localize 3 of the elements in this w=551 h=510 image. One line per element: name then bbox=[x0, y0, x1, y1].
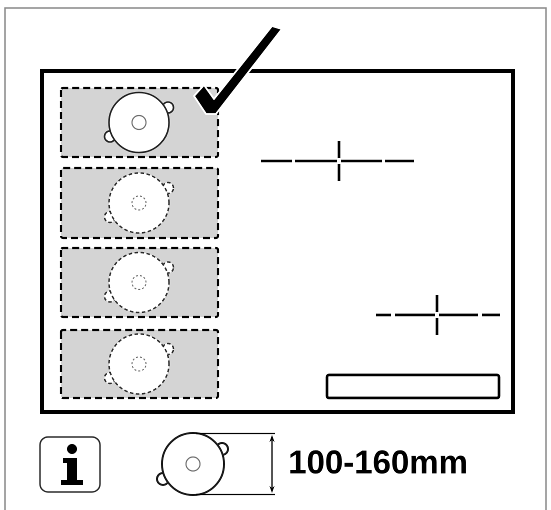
display-bar bbox=[326, 374, 500, 400]
dimension-label: 100-160mm bbox=[290, 450, 466, 474]
check-mark bbox=[193, 25, 283, 115]
